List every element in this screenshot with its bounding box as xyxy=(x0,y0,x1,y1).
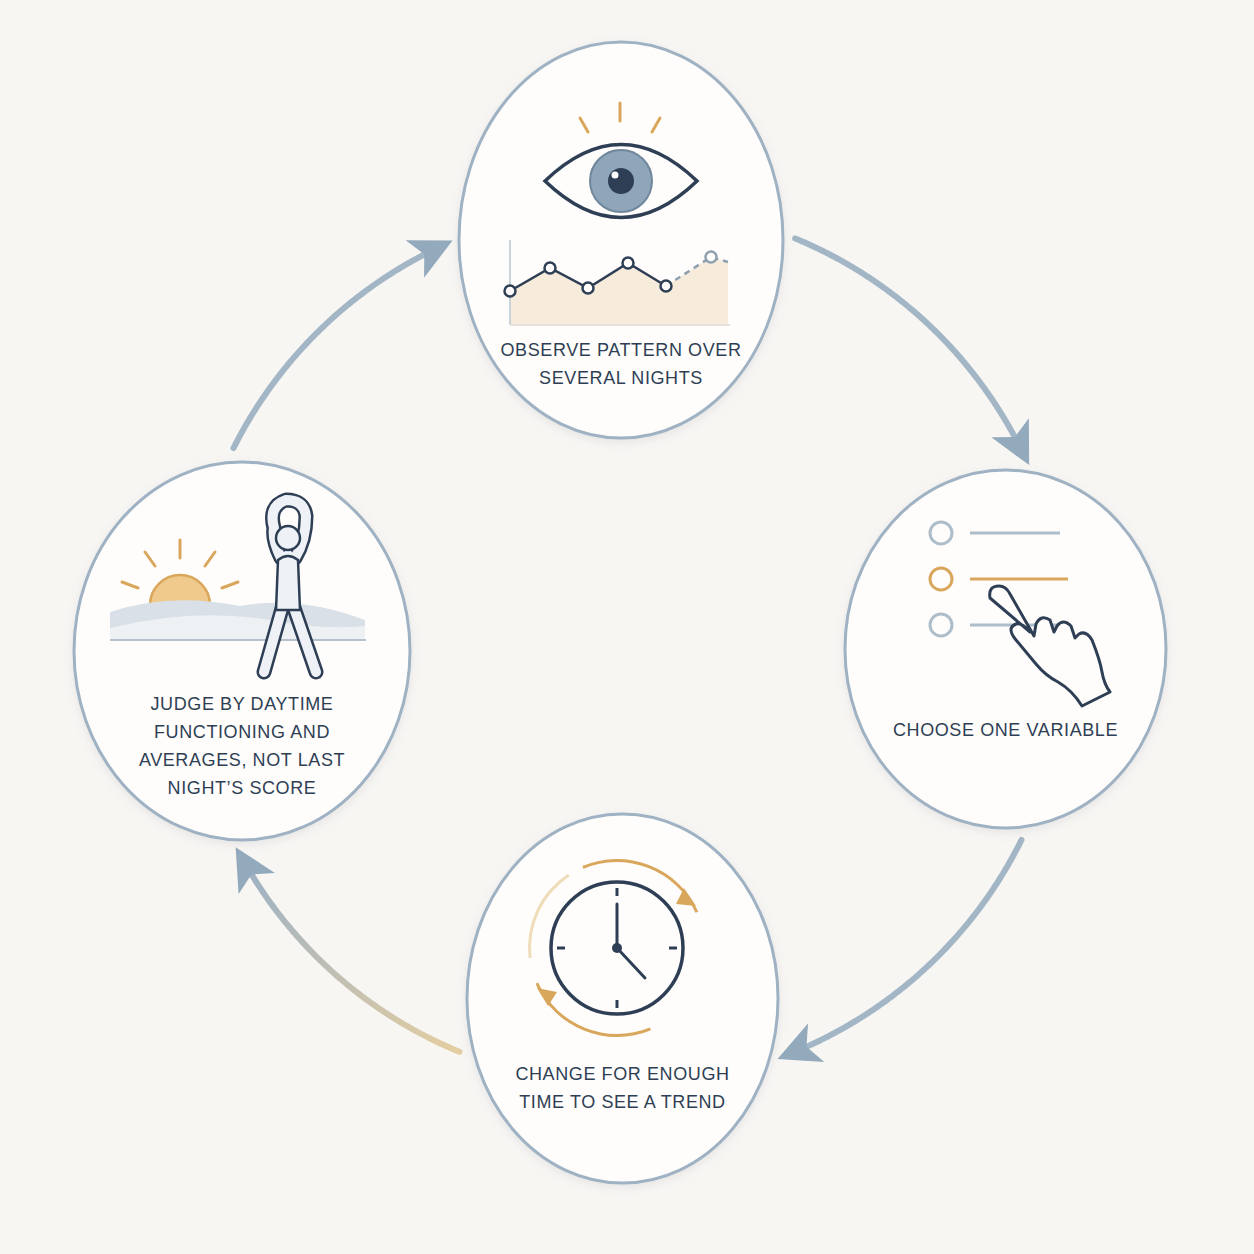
eye-ray xyxy=(619,103,622,121)
step-ellipse xyxy=(74,462,410,840)
clock-tick xyxy=(616,1000,619,1008)
sun-ray xyxy=(145,552,155,566)
person-outline xyxy=(264,500,316,672)
step-ellipse xyxy=(467,814,778,1183)
eye-outline xyxy=(545,145,697,218)
step-label: CHOOSE ONE VARIABLE xyxy=(886,716,1126,744)
choose-step: CHOOSE ONE VARIABLE xyxy=(843,468,1168,830)
chart-axis xyxy=(509,240,511,325)
option-line xyxy=(970,578,1068,581)
step-label: CHANGE FOR ENOUGH TIME TO SEE A TREND xyxy=(503,1060,743,1116)
step-outline xyxy=(465,812,780,1185)
chart-point xyxy=(706,252,717,263)
chart-point xyxy=(623,258,634,269)
step-icon xyxy=(505,103,731,325)
chart-point xyxy=(545,263,556,274)
step-icon xyxy=(528,859,698,1037)
sun-ray xyxy=(205,552,215,566)
hill xyxy=(110,615,365,640)
cycle-connector xyxy=(246,865,459,1051)
pointing-hand xyxy=(990,586,1110,706)
cycle-connector xyxy=(797,840,1022,1051)
clock-face xyxy=(551,882,683,1014)
option-radio xyxy=(930,522,952,544)
sun-ray xyxy=(222,582,238,588)
person-fill xyxy=(264,500,316,672)
step-outline xyxy=(843,468,1168,830)
step-icon xyxy=(110,500,366,672)
clock-hand xyxy=(616,904,619,948)
eye-iris xyxy=(590,150,652,212)
person-body xyxy=(276,556,300,610)
option-radio xyxy=(930,614,952,636)
chart-line-dashed xyxy=(666,257,728,286)
observe-step: OBSERVE PATTERN OVER SEVERAL NIGHTS xyxy=(457,40,785,440)
clock-tick xyxy=(616,888,619,896)
clock-tick xyxy=(557,947,565,950)
clock-center xyxy=(612,943,622,953)
clock-tick xyxy=(669,947,677,950)
cycle-connector xyxy=(795,238,1019,446)
hill xyxy=(110,600,365,640)
option-radio xyxy=(930,568,952,590)
ground-line xyxy=(110,639,366,641)
chart-point xyxy=(505,286,516,297)
cycle-head xyxy=(537,988,557,1006)
chart-point xyxy=(583,283,594,294)
eye-pupil xyxy=(608,168,634,194)
clock-hand xyxy=(617,948,645,978)
step-icon xyxy=(930,522,1110,706)
eye-glint xyxy=(612,172,619,179)
chart-area xyxy=(510,257,728,325)
chart-axis xyxy=(510,324,730,326)
sun-ray xyxy=(122,582,138,588)
step-ellipse xyxy=(459,42,783,438)
judge-step: JUDGE BY DAYTIME FUNCTIONING AND AVERAGE… xyxy=(72,460,412,842)
option-line xyxy=(970,532,1060,535)
cycle-connector xyxy=(233,250,433,448)
cycle-head xyxy=(676,888,696,906)
step-label: JUDGE BY DAYTIME FUNCTIONING AND AVERAGE… xyxy=(117,690,367,802)
change-step: CHANGE FOR ENOUGH TIME TO SEE A TREND xyxy=(465,812,780,1185)
step-label: OBSERVE PATTERN OVER SEVERAL NIGHTS xyxy=(496,336,746,392)
person-head xyxy=(276,526,300,550)
step-ellipse xyxy=(845,470,1166,828)
sun-ray xyxy=(179,540,182,558)
eye-ray xyxy=(652,118,660,132)
eye-ray xyxy=(580,118,588,132)
chart-point xyxy=(661,281,672,292)
